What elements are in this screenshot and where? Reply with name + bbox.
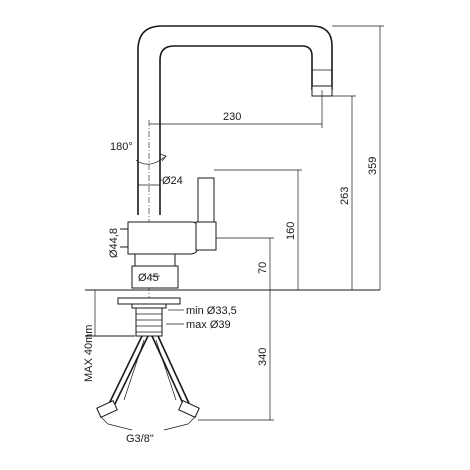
faucet-handle bbox=[195, 177, 217, 251]
total-height-label: 359 bbox=[367, 157, 379, 175]
thread-label: G3/8" bbox=[126, 433, 154, 445]
below-counter-label: 340 bbox=[257, 348, 269, 366]
supply-hoses bbox=[96, 335, 200, 425]
spout-height-label: 263 bbox=[339, 187, 351, 205]
body-diameter-label: Ø44,8 bbox=[108, 228, 120, 258]
rotation-arrow-icon bbox=[135, 155, 167, 165]
base-diameter-label: Ø45 bbox=[138, 272, 159, 284]
mounting-hardware bbox=[117, 297, 181, 337]
body-height-label: 70 bbox=[257, 262, 269, 274]
dimension-lines bbox=[94, 25, 384, 431]
handle-height-label: 160 bbox=[285, 222, 297, 240]
rotation-arrowhead-icon bbox=[159, 153, 167, 162]
rotation-label: 180° bbox=[110, 141, 133, 153]
max-thickness-label: MAX 40mm bbox=[83, 325, 95, 382]
faucet-body bbox=[120, 221, 199, 289]
spout-diameter-label: Ø24 bbox=[162, 175, 183, 187]
hole-max-label: max Ø39 bbox=[186, 319, 231, 331]
hole-min-label: min Ø33,5 bbox=[186, 305, 237, 317]
reach-label: 230 bbox=[223, 111, 241, 123]
